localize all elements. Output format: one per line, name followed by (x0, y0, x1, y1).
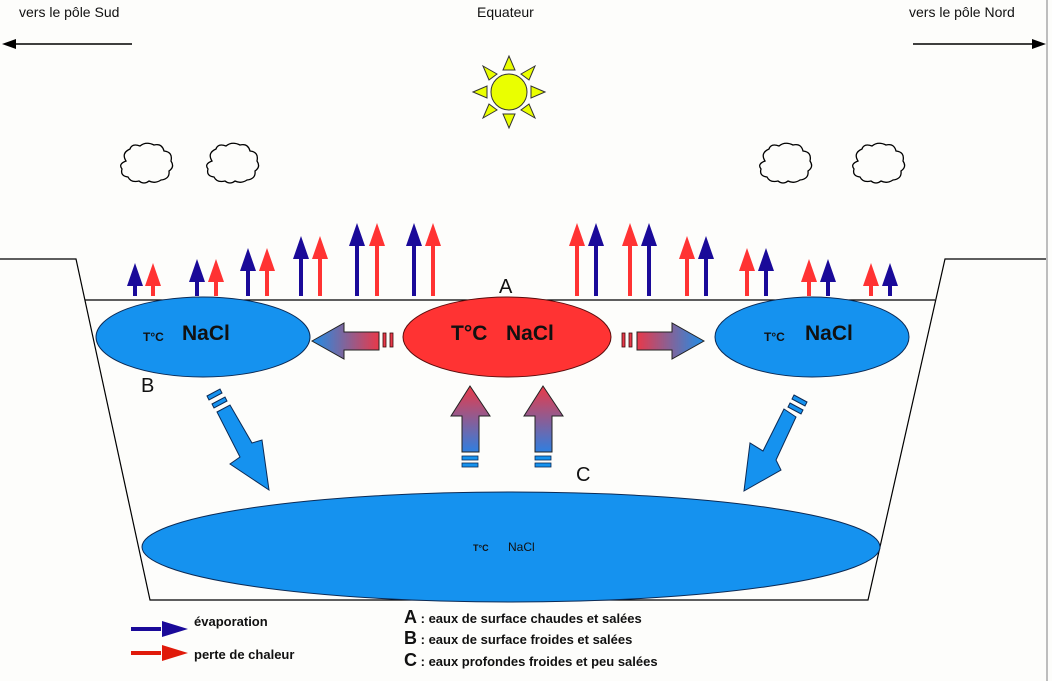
evaporation-arrow (882, 263, 898, 296)
heat-loss-arrow (312, 236, 328, 296)
key-letter: A (404, 607, 417, 627)
heat-loss-arrow (369, 223, 385, 296)
heat-loss-arrow (569, 223, 585, 296)
evaporation-arrow (406, 223, 422, 296)
heat-loss-arrow (622, 223, 638, 296)
evaporation-arrow (820, 259, 836, 296)
heat-loss-arrow (259, 248, 275, 296)
evaporation-arrow (189, 259, 205, 296)
sun-icon (471, 54, 547, 130)
heat-loss-arrow (208, 259, 224, 296)
heat-loss-arrow (425, 223, 441, 296)
mass-a-letter: A (499, 276, 513, 298)
key-letter: B (404, 628, 417, 648)
upwelling-arrow-right (523, 385, 564, 468)
mass-b-right-temp: T°C (764, 330, 785, 344)
evaporation-arrow (758, 248, 774, 296)
heat-loss-arrow (863, 263, 879, 296)
evaporation-arrow (698, 236, 714, 296)
water-mass-b-left (95, 296, 311, 378)
arrow-left-icon (2, 39, 132, 49)
evaporation-arrow (349, 223, 365, 296)
mass-c-salt: NaCl (508, 540, 535, 554)
mass-a-salt: NaCl (506, 322, 554, 345)
cloud-icon (206, 142, 260, 184)
window-border (1046, 0, 1048, 681)
evaporation-arrow (588, 223, 604, 296)
flow-arrow-to-left (310, 322, 394, 360)
key-text: : eaux profondes froides et peu salées (420, 654, 658, 669)
cloud-icon (852, 142, 906, 184)
heat-loss-arrow (801, 259, 817, 296)
key-letter: C (404, 650, 417, 670)
equator-label: Equateur (477, 4, 534, 20)
key-row-a: A : eaux de surface chaudes et salées (404, 607, 642, 628)
heat-loss-arrow (145, 263, 161, 296)
evaporation-arrow (127, 263, 143, 296)
key-row-c: C : eaux profondes froides et peu salées (404, 650, 658, 671)
water-mass-a (402, 296, 612, 378)
key-text: : eaux de surface chaudes et salées (420, 611, 642, 626)
mass-c-letter: C (576, 464, 591, 486)
downwelling-arrow-left (206, 388, 270, 492)
south-pole-label: vers le pôle Sud (19, 4, 120, 20)
cloud-icon (759, 142, 813, 184)
legend-heat-loss-label: perte de chaleur (194, 647, 295, 662)
evaporation-arrow (641, 223, 657, 296)
key-row-b: B : eaux de surface froides et salées (404, 628, 632, 649)
legend-evaporation-label: évaporation (194, 614, 268, 629)
evaporation-arrow (293, 236, 309, 296)
key-text: : eaux de surface froides et salées (420, 632, 633, 647)
mass-c-temp: T°C (473, 543, 489, 553)
heat-loss-arrow (739, 248, 755, 296)
legend-evaporation-arrow (131, 621, 188, 637)
north-pole-label: vers le pôle Nord (909, 4, 1015, 20)
mass-a-temp: T°C (451, 322, 488, 345)
heat-loss-arrow (679, 236, 695, 296)
flow-arrow-to-right (621, 322, 706, 360)
upwelling-arrow-left (450, 385, 491, 468)
mass-b-left-temp: T°C (143, 330, 164, 344)
water-mass-c (141, 491, 881, 603)
mass-b-left-salt: NaCl (182, 322, 230, 345)
legend-heat-loss-arrow (131, 645, 188, 661)
arrow-right-icon (913, 39, 1046, 49)
water-mass-b-right (714, 296, 910, 378)
downwelling-arrow-right (743, 394, 808, 492)
cloud-icon (120, 142, 174, 184)
evaporation-arrow (240, 248, 256, 296)
mass-b-letter: B (141, 375, 155, 397)
mass-b-right-salt: NaCl (805, 322, 853, 345)
